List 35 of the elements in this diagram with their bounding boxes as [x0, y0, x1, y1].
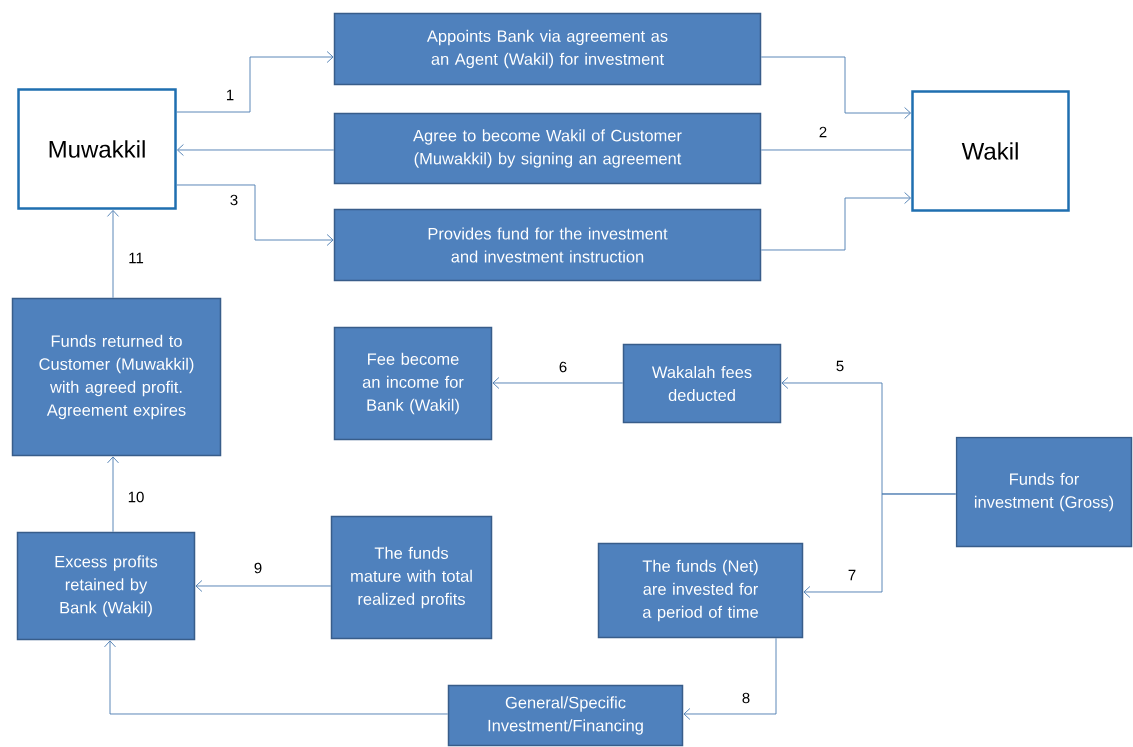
arrow: [107, 209, 119, 299]
arrow: [107, 456, 119, 533]
arrow: [104, 640, 449, 715]
arrow: [760, 192, 912, 251]
edge-label: 7: [846, 568, 858, 582]
edge-label: 1: [224, 88, 236, 102]
process-box: Excess profits retained by Bank (Wakil): [16, 531, 196, 641]
process-box: Appoints Bank via agreement as an Agent (Wakil) for investment: [333, 12, 762, 86]
edge-label: 2: [817, 125, 829, 139]
arrow: [683, 637, 777, 720]
process-box: Funds for investment (Gross): [955, 436, 1133, 548]
arrow: [176, 184, 334, 246]
edge-label: 6: [557, 360, 569, 374]
process-box: Wakalah fees deducted: [622, 343, 782, 424]
process-box: Provides fund for the investment and investment instruction: [333, 208, 762, 282]
label-box: Muwakkil: [17, 88, 177, 210]
edge-label: 8: [740, 691, 752, 705]
edge-label: 11: [127, 251, 145, 265]
process-box: General/Specific Investment/Financing: [447, 684, 684, 747]
process-box: Fee become an income for Bank (Wakil): [333, 326, 493, 441]
process-box: Agree to become Wakil of Customer (Muwakkil) by signing an agreement: [333, 112, 762, 185]
edge-label: 3: [228, 193, 240, 207]
edge-label: 9: [252, 561, 264, 575]
arrow: [195, 580, 332, 592]
label-box: Wakil: [911, 90, 1070, 212]
arrow: [760, 56, 912, 119]
edge-label: 5: [834, 359, 846, 373]
process-box: The funds (Net) are invested for a period of time: [597, 542, 804, 639]
process-box: Funds returned to Customer (Muwakkil) with agreed profit. Agreement expires: [11, 297, 222, 457]
arrow: [176, 144, 335, 156]
edge-label: 10: [126, 490, 146, 504]
process-box: The funds mature with total realized profits: [330, 515, 493, 640]
arrow: [176, 51, 334, 113]
arrow: [492, 377, 624, 389]
arrow: [803, 493, 957, 598]
